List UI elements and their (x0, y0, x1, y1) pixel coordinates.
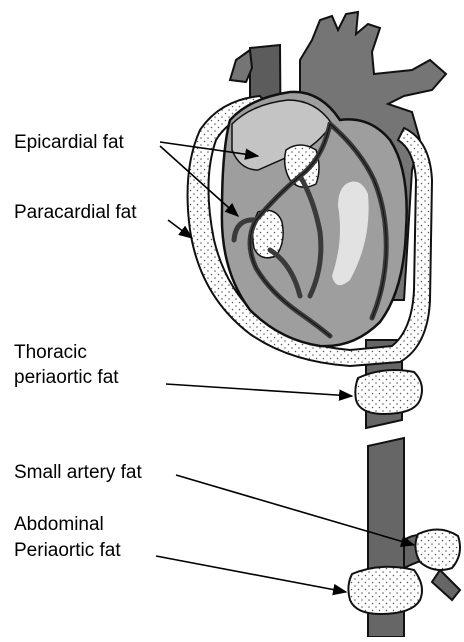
small-artery-lower (432, 570, 460, 600)
arrow-thoracic (166, 384, 352, 396)
small-artery-fat (415, 529, 460, 570)
left-branch-vessel (230, 50, 252, 82)
label-thoracic: Thoracic (14, 340, 87, 365)
label-abdominal: Abdominal (14, 512, 104, 537)
arrow-abdominal (156, 556, 346, 592)
abdominal-periaortic-fat (348, 567, 422, 614)
label-paracardial-fat: Paracardial fat (14, 200, 137, 225)
label-epicardial-fat: Epicardial fat (14, 130, 124, 155)
thoracic-periaortic-fat (355, 370, 422, 414)
label-small-artery-fat: Small artery fat (14, 460, 142, 485)
label-periaortic-abdominal: Periaortic fat (14, 538, 121, 563)
label-periaortic-thoracic: periaortic fat (14, 365, 119, 390)
